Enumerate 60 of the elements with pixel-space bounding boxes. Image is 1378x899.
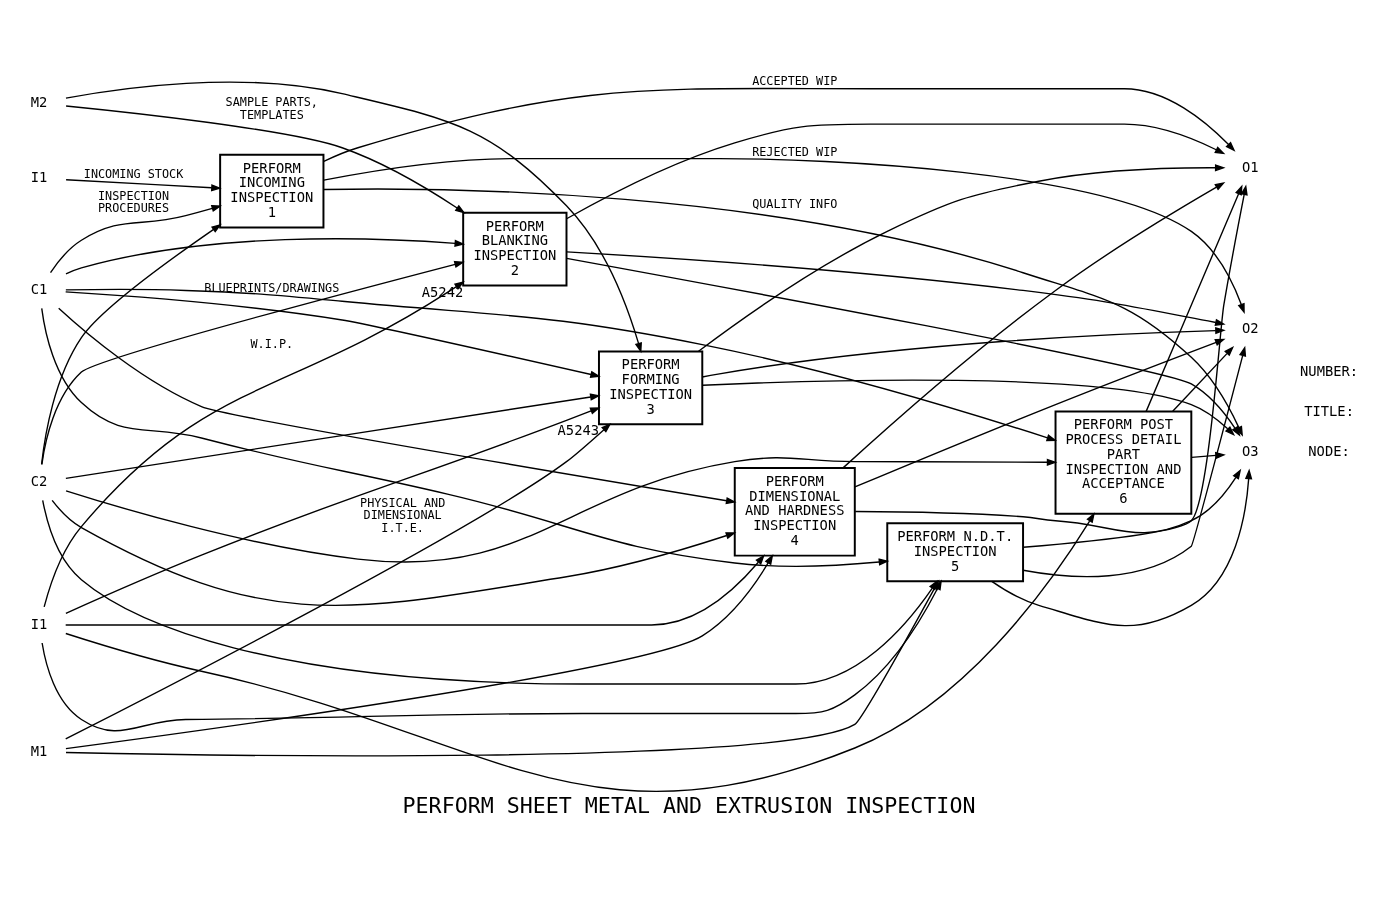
edge-label: REJECTED WIP: [752, 145, 838, 160]
arrow: [65, 457, 1058, 563]
node-text: C1: [30, 281, 48, 298]
arrow: [41, 260, 465, 465]
node-text: O3: [1242, 443, 1259, 460]
node-label: A5243: [557, 422, 600, 439]
arrow: [323, 157, 1245, 314]
edge-label: W.I.P.: [250, 337, 294, 352]
arrow: [1022, 184, 1248, 548]
node-text: M2: [30, 94, 48, 111]
edge-label: PHYSICAL AND DIMENSIONAL I.T.E.: [360, 495, 446, 536]
node-text: O2: [1242, 320, 1259, 337]
arrow: [41, 307, 890, 567]
edge-label: ACCEPTED WIP: [752, 74, 838, 89]
arrow: [65, 238, 466, 275]
arrow: [65, 422, 612, 740]
node-box: PERFORM FORMING INSPECTION 3: [598, 350, 704, 426]
arrow: [51, 499, 737, 606]
label: TITLE:: [1304, 403, 1354, 420]
arrow: [65, 179, 222, 192]
arrow: [65, 512, 1095, 792]
diagram-title: PERFORM SHEET METAL AND EXTRUSION INSPECTION: [402, 792, 976, 818]
arrow: [65, 105, 466, 214]
arrow: [854, 468, 1242, 534]
arrow: [65, 554, 774, 750]
node-text: I1: [30, 168, 48, 185]
node-text: C2: [30, 472, 48, 489]
arrow: [65, 554, 765, 626]
arrow: [566, 251, 1226, 326]
arrow: [323, 87, 1236, 163]
arrow: [565, 123, 1226, 220]
edge-label: INCOMING STOCK: [83, 166, 184, 181]
arrow: [58, 307, 737, 505]
arrow: [49, 204, 223, 274]
arrow: [565, 257, 1241, 437]
arrow: [1145, 184, 1243, 413]
label: NUMBER:: [1300, 362, 1359, 379]
label: NODE:: [1308, 443, 1350, 460]
node-box: PERFORM POST PROCESS DETAIL PART INSPECTION AND ACCEPTANCE 6: [1054, 410, 1193, 515]
edge-label: BLUEPRINTS/DRAWINGS: [204, 281, 340, 296]
arrow: [65, 393, 601, 479]
arrow: [1190, 451, 1226, 460]
arrow: [1172, 346, 1235, 412]
arrow: [43, 281, 465, 608]
node-box: PERFORM DIMENSIONAL AND HARDNESS INSPECTION 4: [733, 467, 856, 557]
node-box: PERFORM BLANKING INSPECTION 2: [462, 211, 568, 287]
node-text: O1: [1242, 159, 1259, 176]
arrow: [991, 468, 1253, 627]
arrow: [65, 81, 642, 354]
node-box: PERFORM N.D.T. INSPECTION 5: [886, 522, 1025, 583]
arrow: [64, 291, 601, 379]
arrow: [701, 379, 1236, 437]
node-text: I1: [30, 615, 48, 632]
node-box: PERFORM INCOMING INSPECTION 1: [219, 153, 325, 229]
arrow: [65, 407, 601, 614]
edge-label: INSPECTION PROCEDURES: [98, 188, 170, 216]
arrow: [65, 288, 1058, 442]
node-text: M1: [30, 742, 48, 759]
edge-label: QUALITY INFO: [752, 197, 838, 212]
edge-label: SAMPLE PARTS, TEMPLATES: [225, 95, 318, 122]
